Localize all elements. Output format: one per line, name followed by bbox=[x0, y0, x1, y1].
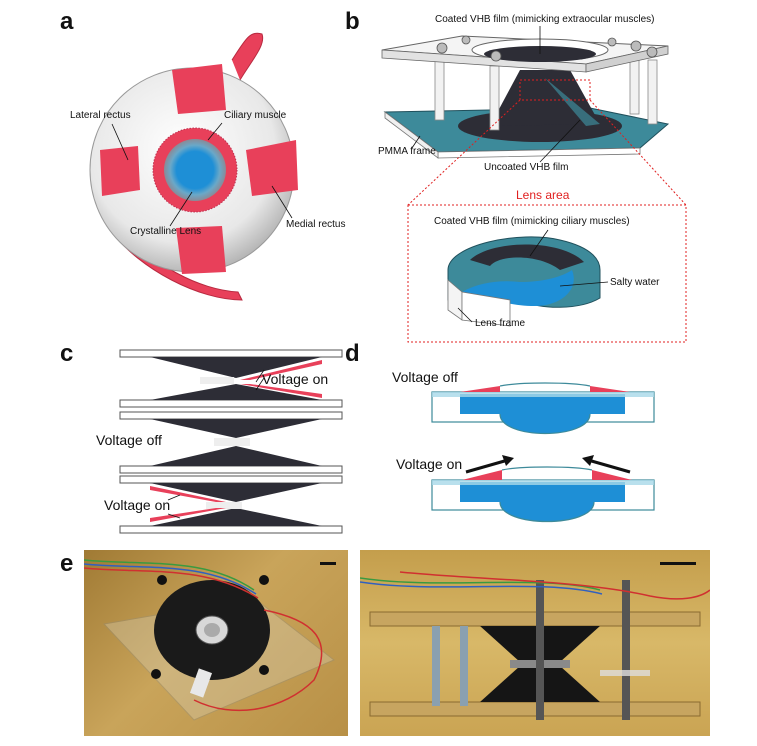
lens-voltage-on bbox=[431, 466, 655, 522]
left-rectus bbox=[100, 146, 140, 196]
label-lens-area: Lens area bbox=[516, 188, 570, 202]
label-medial-rectus: Medial rectus bbox=[286, 219, 346, 230]
top-rectus bbox=[172, 64, 226, 114]
label-lens-frame: Lens frame bbox=[475, 318, 526, 329]
lens-voltage-off bbox=[431, 382, 655, 435]
panel-letter-c: c bbox=[60, 340, 74, 367]
post-4 bbox=[647, 59, 658, 125]
plate-stack-2 bbox=[119, 411, 343, 474]
label-pmma-frame: PMMA frame bbox=[378, 146, 436, 157]
arrow-right bbox=[587, 458, 631, 474]
label-lateral-rectus: Lateral rectus bbox=[70, 110, 131, 121]
label-d-voltage-off: Voltage off bbox=[392, 369, 458, 385]
label-coated-ciliary: Coated VHB film (mimicking ciliary muscl… bbox=[434, 216, 630, 227]
panel-letter-b: b bbox=[345, 8, 360, 35]
panel-letter-a: a bbox=[60, 8, 74, 35]
panel-letter-d: d bbox=[345, 340, 360, 367]
label-c-voltage-off: Voltage off bbox=[96, 432, 162, 448]
photo-device-top-view bbox=[84, 550, 348, 736]
label-salty-water: Salty water bbox=[610, 277, 660, 288]
label-coated-extraocular: Coated VHB film (mimicking extraocular m… bbox=[435, 14, 655, 25]
label-c-voltage-on-bottom: Voltage on bbox=[104, 497, 171, 513]
arrow-left bbox=[465, 458, 509, 474]
label-uncoated-vhb: Uncoated VHB film bbox=[484, 162, 569, 173]
lens-area-marker bbox=[519, 79, 591, 101]
bottom-rectus bbox=[176, 226, 226, 274]
crystalline-lens-disc bbox=[164, 139, 226, 201]
photo-device-side-view bbox=[360, 550, 710, 736]
label-d-voltage-on: Voltage on bbox=[396, 456, 463, 472]
right-rectus bbox=[246, 140, 298, 196]
plate-stack-3 bbox=[119, 475, 343, 534]
plate-stack-1 bbox=[119, 349, 343, 408]
label-ciliary-muscle: Ciliary muscle bbox=[224, 110, 287, 121]
upper-tendon bbox=[231, 32, 264, 81]
label-c-voltage-on-top: Voltage on bbox=[262, 371, 329, 387]
label-crystalline-lens: Crystalline Lens bbox=[130, 226, 202, 237]
panel-letter-e: e bbox=[60, 550, 74, 577]
